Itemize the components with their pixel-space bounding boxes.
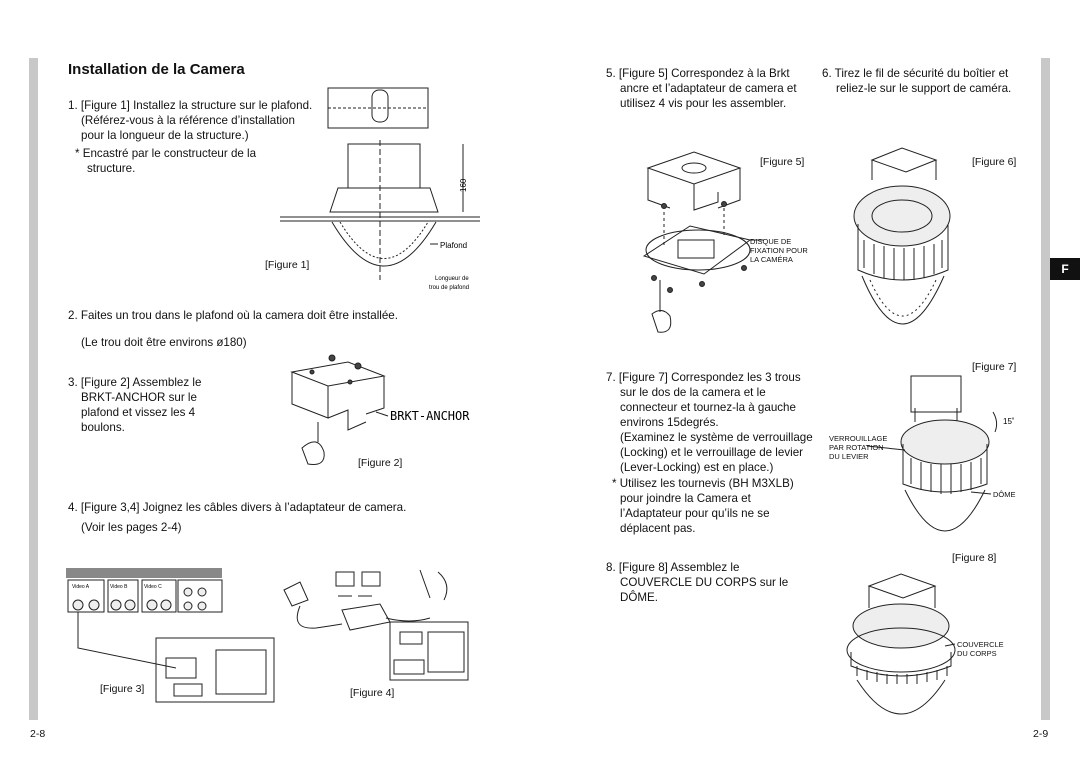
note-1: * Encastré par le constructeur de la str… bbox=[75, 147, 257, 175]
figure-5-drawing bbox=[642, 151, 764, 333]
fig7-angle: 15˚ bbox=[1003, 417, 1015, 426]
figure-1-caption: [Figure 1] bbox=[265, 259, 310, 271]
fig5-label: DISQUE DE FIXATION POUR LA CAMÉRA bbox=[750, 237, 808, 264]
figure-3-drawing: Video A Video B Video C bbox=[66, 568, 275, 703]
figure-4-caption: [Figure 4] bbox=[350, 687, 395, 699]
figure-7-caption: [Figure 7] bbox=[972, 361, 1017, 373]
fig1-dimension: 160 bbox=[459, 178, 468, 192]
page-number-left: 2-8 bbox=[30, 728, 46, 740]
fig8-label: COUVERCLE DU CORPS bbox=[957, 640, 1004, 658]
figure-2-caption: [Figure 2] bbox=[358, 457, 403, 469]
figure-2-drawing: BRKT-ANCHOR bbox=[290, 354, 470, 465]
figure-6-caption: [Figure 6] bbox=[972, 156, 1017, 168]
fig3-panel-b: Video B bbox=[110, 584, 128, 590]
fig3-panel-c: Video C bbox=[144, 584, 162, 590]
step-6: 6. Tirez le fil de sécurité du boîtier e… bbox=[822, 67, 1012, 95]
figure-5-caption: [Figure 5] bbox=[760, 156, 805, 168]
figure-8-drawing bbox=[846, 573, 956, 715]
step-7: 7. [Figure 7] Correspondez les 3 trous s… bbox=[606, 371, 813, 474]
fig1-plafond-label: Plafond bbox=[440, 241, 467, 250]
step-5: 5. [Figure 5] Correspondez à la Brkt anc… bbox=[606, 67, 797, 110]
step-3: 3. [Figure 2] Assemblez le BRKT-ANCHOR s… bbox=[68, 376, 202, 434]
fig7-lever-label: VERROUILLAGE PAR ROTATION DU LEVIER bbox=[829, 434, 888, 461]
step-1: 1. [Figure 1] Installez la structure sur… bbox=[68, 99, 313, 142]
fig2-label: BRKT-ANCHOR bbox=[390, 409, 470, 423]
figure-8-caption: [Figure 8] bbox=[952, 552, 997, 564]
fig3-panel-a: Video A bbox=[72, 584, 90, 590]
fig1-hole-label-2: trou de plafond bbox=[429, 285, 469, 291]
step-8: 8. [Figure 8] Assemblez le COUVERCLE DU … bbox=[606, 561, 789, 604]
page-title: Installation de la Camera bbox=[68, 61, 245, 78]
figure-3-caption: [Figure 3] bbox=[100, 683, 145, 695]
step-2: 2. Faites un trou dans le plafond où la … bbox=[68, 309, 398, 349]
note-7: * Utilisez les tournevis (BH M3XLB) pour… bbox=[612, 477, 794, 535]
step-4: 4. [Figure 3,4] Joignez les câbles diver… bbox=[68, 501, 407, 534]
fig7-dome-label: DÔME bbox=[993, 490, 1016, 499]
figure-4-drawing bbox=[283, 569, 469, 681]
figure-1-drawing: 160 Plafond Longueur de trou de plafond bbox=[280, 87, 480, 291]
right-margin-bar bbox=[1041, 58, 1050, 720]
page-number-right: 2-9 bbox=[1033, 728, 1049, 740]
figure-6-drawing bbox=[853, 147, 951, 325]
figure-7-drawing: 15˚ bbox=[866, 375, 1015, 532]
section-tab: F bbox=[1050, 258, 1080, 280]
fig1-hole-label-1: Longueur de bbox=[435, 276, 469, 282]
left-margin-bar bbox=[29, 58, 38, 720]
